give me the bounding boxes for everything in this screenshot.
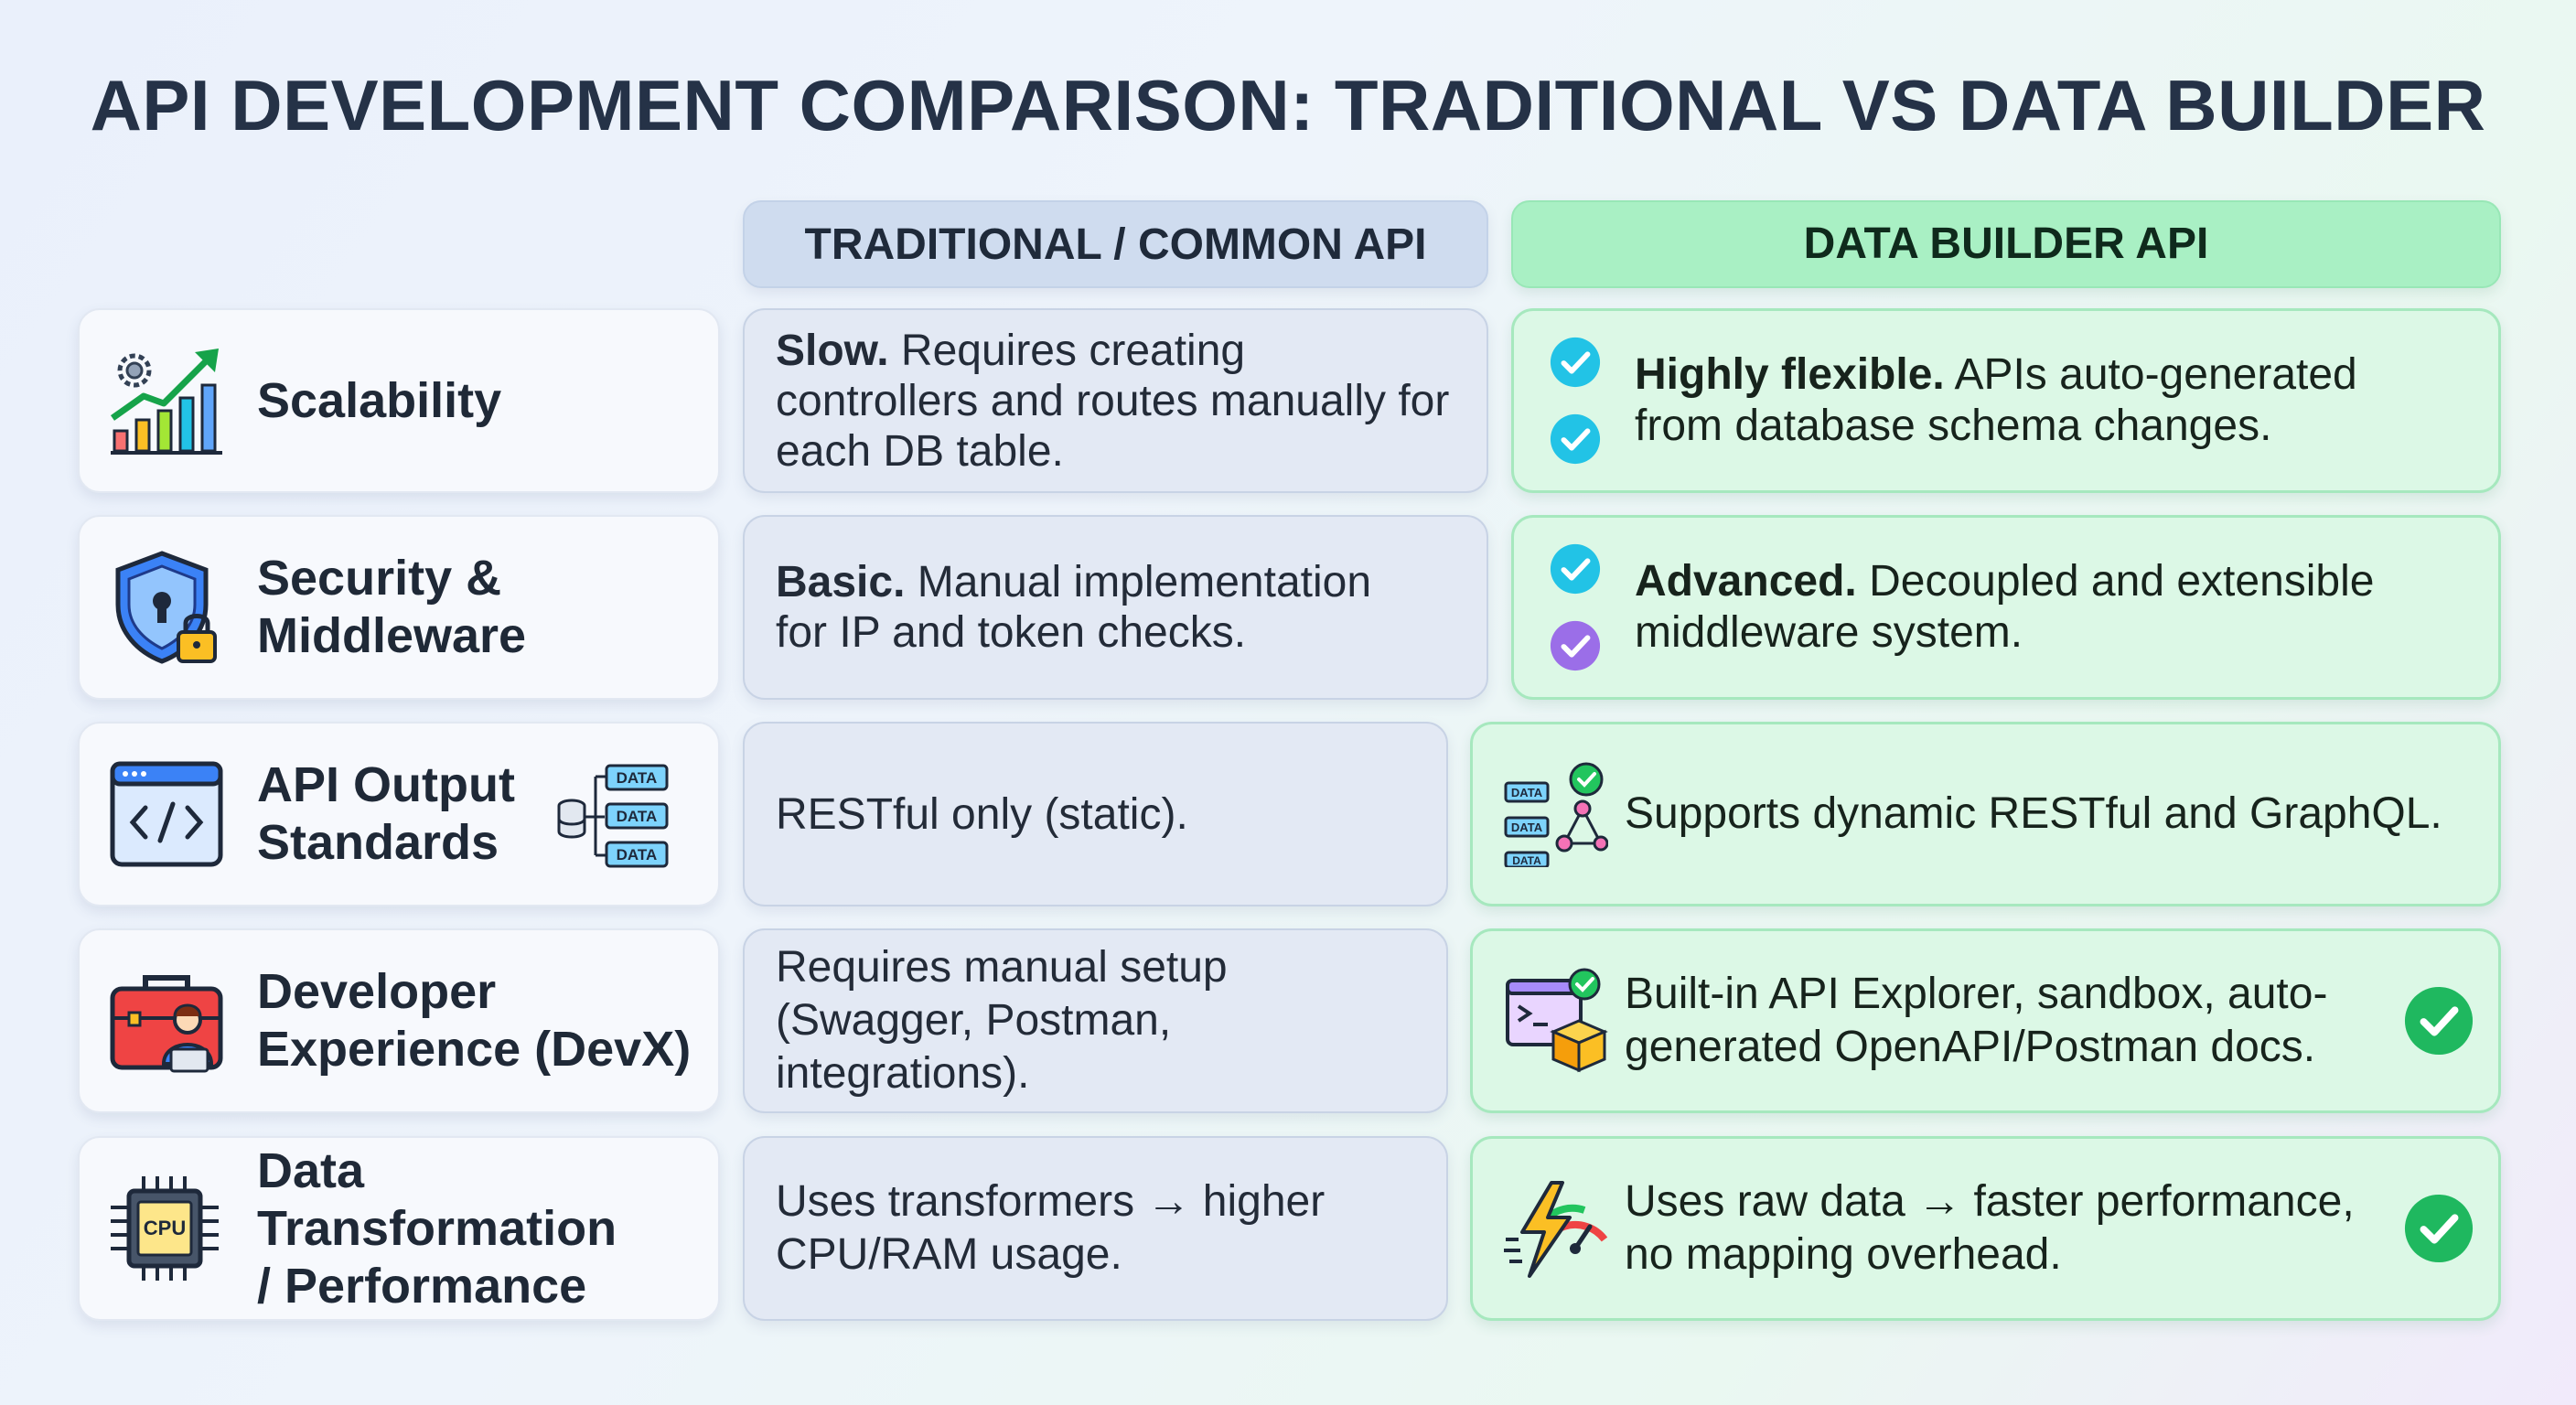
column-header-data-builder: DATA BUILDER API — [1511, 200, 2501, 288]
toolbox-developer-icon — [110, 975, 223, 1073]
feature-label-line2: Standards — [257, 815, 499, 870]
traditional-text: Requires creating controllers and routes… — [776, 326, 1450, 476]
cpu-chip-icon: CPU — [111, 1176, 219, 1281]
data-builder-cell-devx: Built-in API Explorer, sandbox, auto-gen… — [1470, 928, 2501, 1113]
data-stack-icon: DATA DATA DATA — [557, 764, 669, 868]
feature-label-line1: Security & — [257, 551, 502, 606]
green-check-icon — [2404, 986, 2474, 1056]
feature-label-line2: Middleware — [257, 608, 527, 663]
feature-card-scalability: Scalability — [78, 308, 720, 493]
lightning-gauge-icon — [1504, 1181, 1608, 1278]
feature-card-security: Security & Middleware — [78, 515, 720, 700]
traditional-text: Requires manual setup (Swagger, Postman,… — [776, 943, 1228, 1098]
feature-card-devx: Developer Experience (DevX) — [78, 928, 720, 1113]
purple-check-icon — [1550, 620, 1601, 671]
terminal-package-icon — [1506, 968, 1608, 1073]
feature-label: Developer Experience (DevX) — [257, 963, 691, 1078]
data-tag: DATA — [1511, 820, 1543, 834]
data-builder-text: Built-in API Explorer, sandbox, auto-gen… — [1625, 970, 2328, 1071]
data-builder-cell-security: Advanced. Decoupled and extensible middl… — [1511, 515, 2501, 700]
data-builder-cell-api-output: DATA DATA DATA Supports dynamic RESTful … — [1470, 722, 2501, 906]
column-header-traditional: TRADITIONAL / COMMON API — [743, 200, 1488, 288]
data-builder-cell-data-transformation: Uses raw data → faster performance, no m… — [1470, 1136, 2501, 1321]
shield-lock-icon — [115, 551, 217, 664]
teal-check-icon — [1550, 543, 1601, 595]
traditional-cell-devx: Requires manual setup (Swagger, Postman,… — [743, 928, 1448, 1113]
feature-label: API Output Standards — [257, 756, 515, 872]
data-tag: DATA — [617, 808, 658, 825]
feature-label-line1: Developer — [257, 964, 497, 1019]
page-title: API DEVELOPMENT COMPARISON: TRADITIONAL … — [90, 65, 2486, 145]
green-check-icon — [2404, 1194, 2474, 1263]
feature-label: Scalability — [257, 372, 502, 428]
feature-card-api-output: API Output Standards DATA DATA DATA — [78, 722, 720, 906]
data-tag: DATA — [1511, 786, 1543, 799]
data-builder-bold: Advanced. — [1635, 557, 1857, 606]
traditional-bold: Basic. — [776, 558, 906, 606]
feature-label-line1: Data Transformation — [257, 1142, 617, 1256]
data-builder-text: Supports dynamic RESTful and GraphQL. — [1625, 789, 2442, 838]
data-tag: DATA — [617, 769, 658, 787]
data-builder-text: Uses raw data → faster performance, no m… — [1625, 1177, 2355, 1279]
traditional-bold: Slow. — [776, 326, 889, 375]
data-builder-text: APIs auto-generated from database schema… — [1635, 350, 2357, 450]
feature-label: Data Transformation / Performance — [257, 1142, 718, 1315]
data-builder-text: Decoupled and extensible middleware syst… — [1635, 557, 2375, 657]
data-builder-bold: Highly flexible. — [1635, 350, 1945, 399]
data-tag: DATA — [617, 846, 658, 863]
traditional-text: RESTful only (static). — [776, 789, 1188, 839]
traditional-cell-scalability: Slow. Requires creating controllers and … — [743, 308, 1488, 493]
traditional-cell-data-transformation: Uses transformers → higher CPU/RAM usage… — [743, 1136, 1448, 1321]
feature-label: Security & Middleware — [257, 550, 526, 665]
growth-chart-gear-icon — [110, 349, 222, 455]
traditional-text: Manual implementation for IP and token c… — [776, 558, 1372, 657]
feature-label-line2: / Performance — [257, 1258, 587, 1314]
data-builder-cell-scalability: Highly flexible. APIs auto-generated fro… — [1511, 308, 2501, 493]
traditional-cell-security: Basic. Manual implementation for IP and … — [743, 515, 1488, 700]
feature-label-line2: Experience (DevX) — [257, 1022, 692, 1077]
code-window-icon — [110, 761, 223, 867]
feature-card-data-transformation: CPU Data Transformation / Performance — [78, 1136, 720, 1321]
traditional-cell-api-output: RESTful only (static). — [743, 722, 1448, 906]
feature-label-line1: API Output — [257, 757, 515, 812]
traditional-text: Uses transformers → higher CPU/RAM usage… — [776, 1177, 1326, 1279]
cpu-label: CPU — [144, 1217, 186, 1239]
data-tag: DATA — [1512, 854, 1541, 867]
teal-check-icon — [1550, 337, 1601, 388]
teal-check-icon — [1550, 413, 1601, 465]
data-graph-icon: DATA DATA DATA — [1504, 762, 1608, 867]
